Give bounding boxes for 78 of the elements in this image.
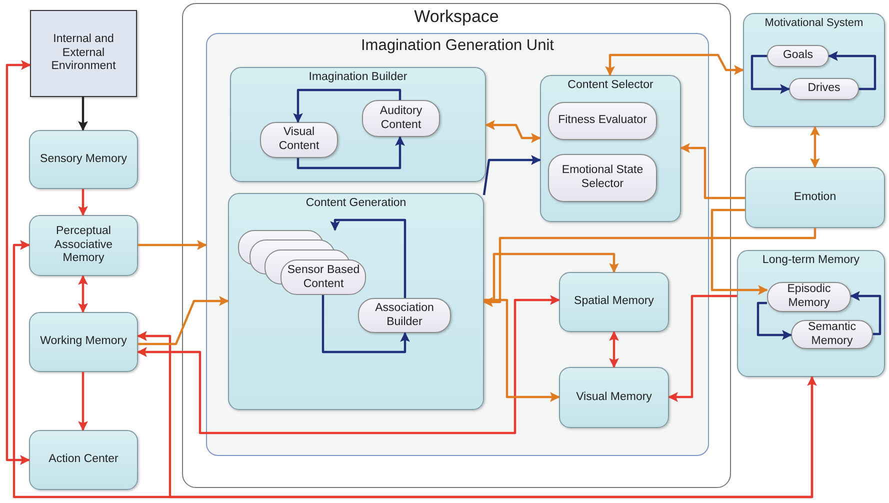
arrow <box>137 295 560 434</box>
arrow <box>605 54 744 76</box>
arrow <box>750 54 790 94</box>
arrow <box>756 302 792 340</box>
arrow <box>828 51 876 90</box>
arrow <box>482 155 541 196</box>
module-panel <box>228 193 484 410</box>
process-box <box>29 312 138 372</box>
process-box <box>745 167 885 228</box>
component-pill <box>358 298 451 333</box>
arrow <box>668 294 737 402</box>
node-label: Semantic Memory <box>807 320 857 348</box>
arrow <box>485 120 541 143</box>
node-label: Drives <box>806 82 842 96</box>
process-box <box>29 430 138 490</box>
arrow <box>6 60 31 465</box>
workspace-panel <box>182 3 731 488</box>
node-label: Fitness Evaluator <box>557 114 648 128</box>
arrow <box>680 143 745 200</box>
arrow <box>850 291 882 336</box>
component-pill <box>767 282 851 312</box>
panel-title: Content Selector <box>566 79 654 93</box>
environment-box <box>30 10 137 97</box>
panel-title: Content Generation <box>304 197 408 211</box>
module-panel <box>230 67 486 182</box>
component-pill <box>260 122 338 158</box>
arrow <box>609 331 619 368</box>
component-pill <box>789 78 859 100</box>
panel-title: Workspace <box>413 7 500 28</box>
arrow <box>78 275 88 313</box>
arrow <box>810 126 820 168</box>
module-panel <box>737 250 885 377</box>
arrow <box>12 240 817 498</box>
node-label: Spatial Memory <box>573 295 655 309</box>
module-panel <box>540 75 681 222</box>
arrow <box>137 331 814 498</box>
unit-panel <box>206 33 709 456</box>
process-box <box>29 130 138 189</box>
arrow <box>78 97 88 131</box>
node-label: Perceptual Associative Memory <box>53 224 114 266</box>
component-pill <box>548 102 657 140</box>
node-label: Visual Memory <box>575 390 653 404</box>
panel-title: Long-term Memory <box>761 254 861 268</box>
component-pill <box>362 100 440 137</box>
process-box <box>29 215 138 276</box>
module-panel <box>743 13 885 127</box>
arrow <box>483 228 816 307</box>
stacked-content-pills <box>238 230 366 295</box>
arrow <box>296 136 405 170</box>
component-pill <box>548 154 657 202</box>
arrow <box>293 88 402 123</box>
arrow <box>710 208 768 295</box>
node-label: Visual Content <box>278 126 320 154</box>
arrow <box>138 296 229 346</box>
node-label: Internal and External Environment <box>50 32 117 74</box>
node-label: Sensor Based Content <box>286 262 361 292</box>
arrow <box>78 372 88 431</box>
process-box <box>559 272 669 332</box>
component-pill <box>767 45 829 67</box>
arrow <box>330 218 406 298</box>
arrow <box>138 240 207 250</box>
component-pill <box>791 320 873 349</box>
arrow <box>484 298 560 402</box>
panel-title: Imagination Builder <box>308 71 408 85</box>
panel-title: Imagination Generation Unit <box>360 37 555 56</box>
node-label: Sensory Memory <box>39 152 128 166</box>
node-label: Working Memory <box>39 335 128 349</box>
node-label: Action Center <box>48 453 120 467</box>
node-label: Auditory Content <box>378 104 424 132</box>
arrow <box>322 295 410 354</box>
node-label: Association Builder <box>374 302 435 330</box>
node-label: Goals <box>782 49 814 63</box>
node-label: Emotional State Selector <box>560 164 644 192</box>
arrow <box>78 189 88 216</box>
panel-title: Motivational System <box>764 17 864 30</box>
node-label: Episodic Memory <box>786 283 832 311</box>
process-box <box>559 367 669 428</box>
node-label: Emotion <box>792 190 838 204</box>
